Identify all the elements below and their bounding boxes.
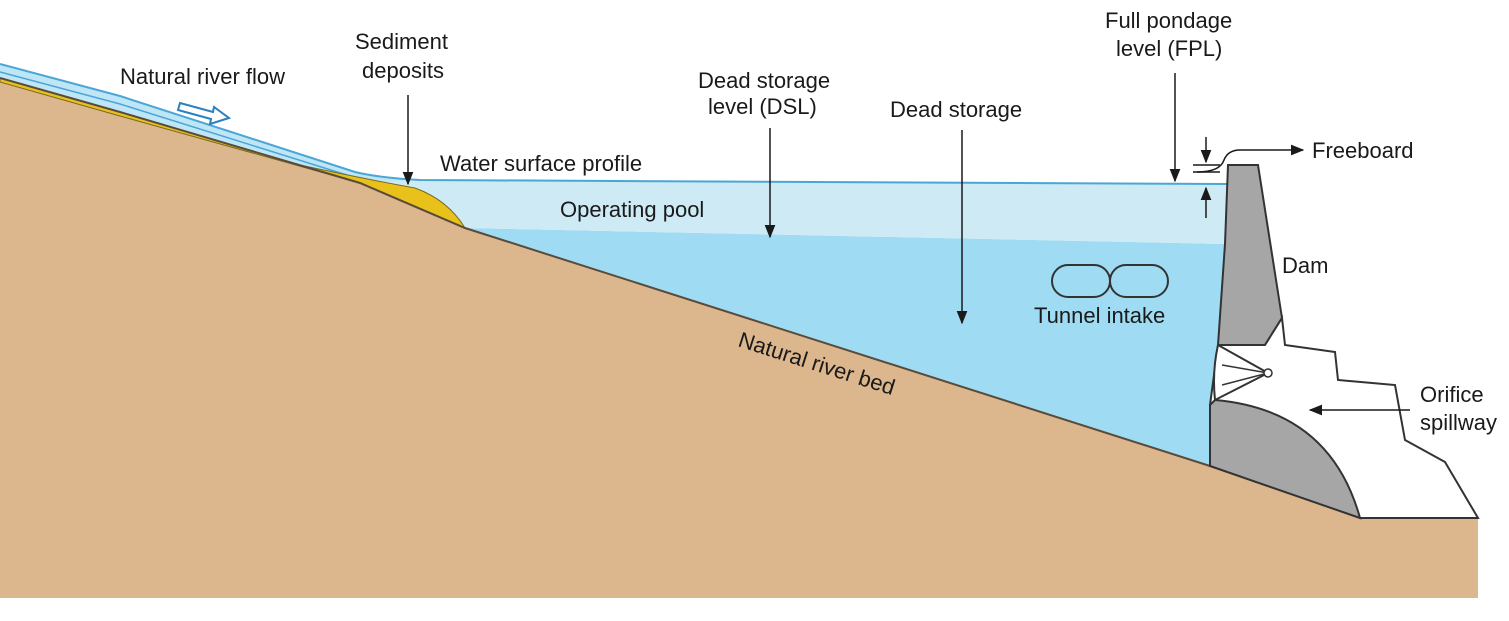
label-freeboard: Freeboard xyxy=(1312,138,1414,163)
label-dam: Dam xyxy=(1282,253,1328,278)
label-water-surface-profile: Water surface profile xyxy=(440,151,642,176)
spillway-ogee xyxy=(1209,398,1362,520)
dam-body xyxy=(1216,164,1284,346)
flow-direction-arrow xyxy=(176,101,232,126)
label-tunnel-intake: Tunnel intake xyxy=(1034,303,1165,328)
label-fpl-line2: level (FPL) xyxy=(1116,36,1222,61)
label-dead-storage: Dead storage xyxy=(890,97,1022,122)
label-dsl-line2: level (DSL) xyxy=(708,94,817,119)
freeboard-marker xyxy=(1193,137,1305,218)
dead-storage-water xyxy=(465,228,1225,466)
label-orifice-line1: Orifice xyxy=(1420,382,1484,407)
label-sediment-line1: Sediment xyxy=(355,29,448,54)
label-operating-pool: Operating pool xyxy=(560,197,704,222)
label-natural-river-flow: Natural river flow xyxy=(120,64,285,89)
label-fpl-line1: Full pondage xyxy=(1105,8,1232,33)
tunnel-intake-shape xyxy=(1051,264,1169,298)
ground-terrain xyxy=(0,78,1478,598)
label-dsl-line1: Dead storage xyxy=(698,68,830,93)
operating-pool-water xyxy=(360,176,1228,244)
river-surface-line xyxy=(0,63,1229,185)
natural-river-flow-water xyxy=(0,64,420,183)
label-orifice-line2: spillway xyxy=(1420,410,1497,435)
natural-river-bed-line xyxy=(0,77,1211,467)
label-sediment-line2: deposits xyxy=(362,58,444,83)
river-inner-line xyxy=(0,71,351,177)
